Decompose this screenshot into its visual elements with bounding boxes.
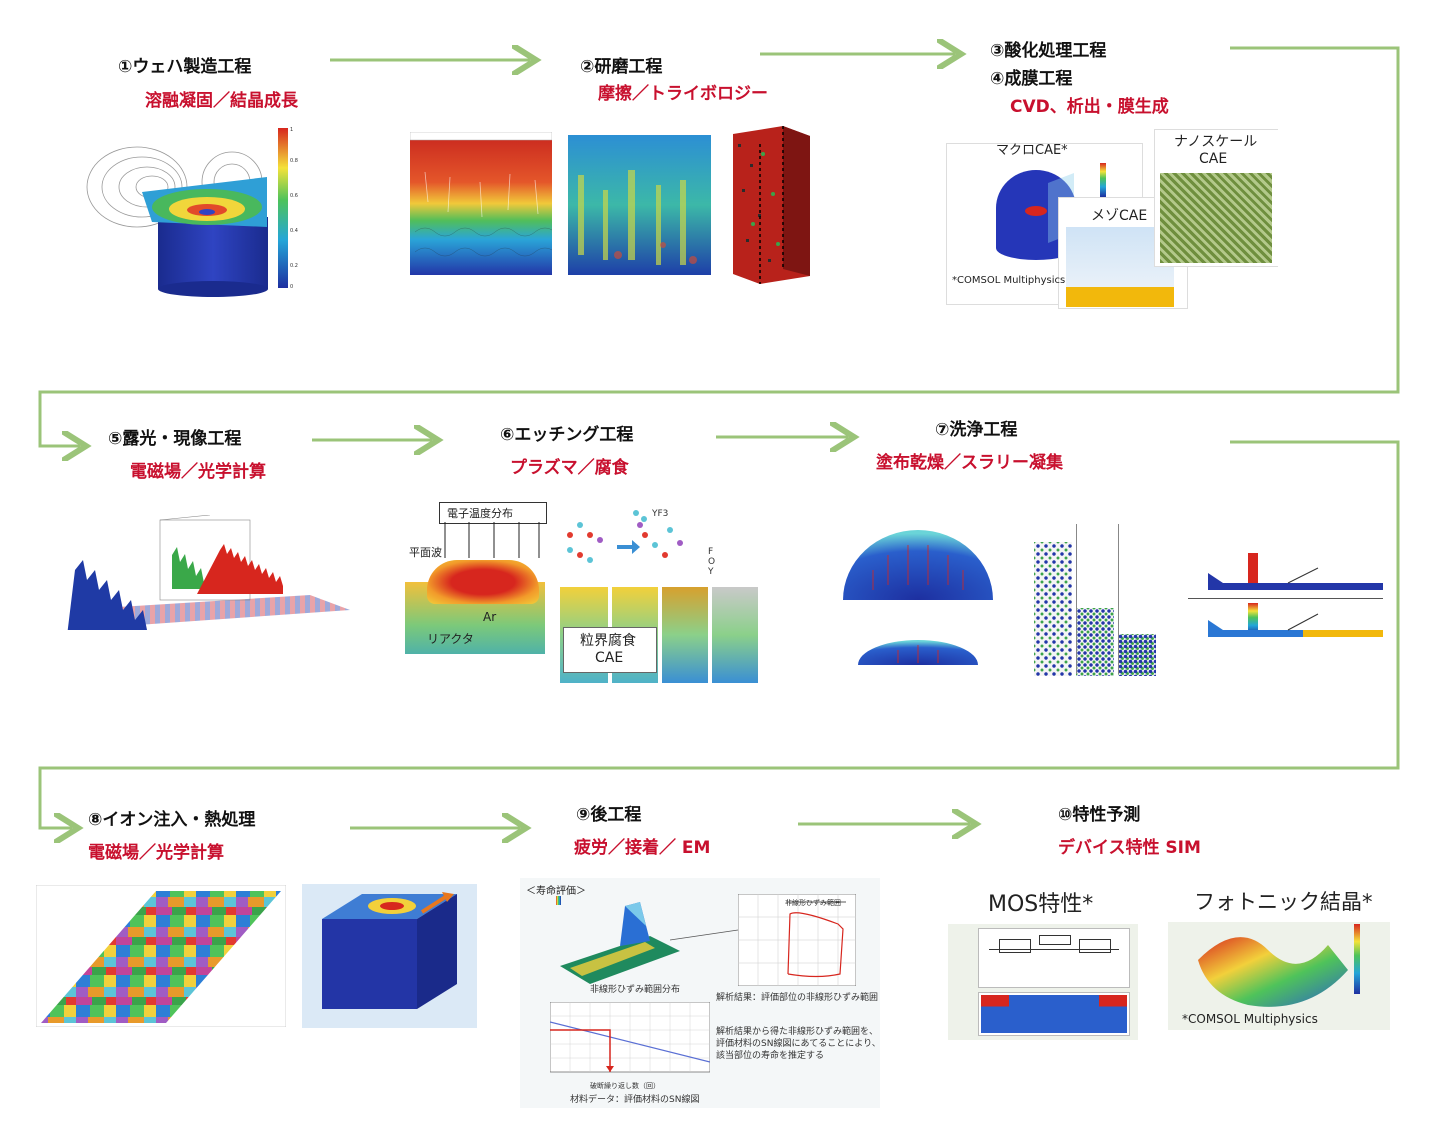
channel-flow-image xyxy=(1188,553,1383,637)
step7-subtitle: 塗布乾燥／スラリー凝集 xyxy=(876,453,1063,473)
step6-subtitle: プラズマ／腐食 xyxy=(510,458,629,478)
comsol-note-2: *COMSOL Multiphysics xyxy=(1182,1012,1318,1026)
mos-schematic xyxy=(978,928,1130,988)
explain-line-3: 該当部位の寿命を推定する xyxy=(716,1051,825,1061)
nano-cae-label-1: ナノスケール xyxy=(1174,134,1258,150)
electron-temperature-field xyxy=(427,560,539,604)
slurry-stage-3 xyxy=(1118,634,1156,676)
macro-colorbar xyxy=(1100,163,1106,197)
crystal-lattice-icon xyxy=(567,510,683,563)
step6-title: ⑥エッチング工程 xyxy=(500,425,634,445)
mos-characteristics-panel: MOS特性* xyxy=(948,880,1138,1040)
svg-text:0.6: 0.6 xyxy=(290,193,298,199)
step10-subtitle: デバイス特性 SIM xyxy=(1058,838,1201,858)
step3-title: ③酸化処理工程 xyxy=(990,41,1107,61)
explain-line-2: 評価材料のSN線図にあてることにより、 xyxy=(716,1039,880,1049)
step7-title: ⑦洗浄工程 xyxy=(935,420,1018,440)
yf3-label: YF3 xyxy=(652,509,669,519)
slurry-aggregation-panel xyxy=(1032,522,1158,678)
nano-cae-label-2: CAE xyxy=(1199,151,1228,167)
step8-title: ⑧イオン注入・熱処理 xyxy=(88,810,256,830)
step9-title: ⑨後工程 xyxy=(576,805,642,825)
exposure-em-wave-image xyxy=(67,515,350,630)
grain-structure-image xyxy=(36,885,286,1027)
mos-title: MOS特性* xyxy=(988,892,1094,917)
mos-title-bg xyxy=(948,880,1138,924)
multiscale-cae-panel: マクロCAE* メゾCAE ナノスケール CAE *COMSOL Multiph… xyxy=(946,127,1278,309)
grain-corrosion-box xyxy=(563,627,657,673)
photonic-title: フォトニック結晶* xyxy=(1194,890,1373,914)
life-evaluation-panel: ＜寿命評価＞ 非線形ひずみ範囲分布 非線形ひずみ範囲 解析結果：評価部位の非線形… xyxy=(520,878,880,1108)
nano-cae-atoms xyxy=(1160,173,1272,263)
step2-title: ②研磨工程 xyxy=(580,57,663,77)
life-evaluation-heading: ＜寿命評価＞ xyxy=(526,886,586,897)
legend-o: O xyxy=(708,557,716,567)
step10-title: ⑩特性予測 xyxy=(1058,805,1141,825)
legend-y: Y xyxy=(708,567,714,577)
step1-title: ①ウェハ製造工程 xyxy=(118,57,252,77)
electron-temp-label: 電子温度分布 xyxy=(447,507,513,520)
meso-cae-label: メゾCAE xyxy=(1091,208,1148,224)
arrow-row2-row3 xyxy=(38,440,1400,828)
explain-line-1: 解析結果から得た非線形ひずみ範囲を、 xyxy=(716,1027,879,1037)
reactor-label: リアクタ xyxy=(427,632,474,646)
photonic-title-bg xyxy=(1168,880,1390,922)
plane-wave-arrows xyxy=(444,522,540,558)
crystal-growth-simulation-image: 1 0.8 0.6 0.4 0.2 0 xyxy=(86,127,298,297)
analysis-result-label: 解析結果：評価部位の非線形ひずみ範囲 xyxy=(716,993,879,1003)
droplet-drying-image xyxy=(843,530,993,665)
photonic-crystal-panel: フォトニック結晶* *COMSOL Multiphysics xyxy=(1168,880,1390,1030)
step2-subtitle: 摩擦／トライボロジー xyxy=(598,84,768,104)
slurry-stage-1 xyxy=(1034,542,1072,676)
grain-corrosion-label: 粒界腐食 xyxy=(580,633,636,649)
step9-subtitle: 疲労／接着／ EM xyxy=(574,838,711,858)
plane-wave-label: 平面波 xyxy=(409,546,442,559)
strain-distribution-label: 非線形ひずみ範囲分布 xyxy=(590,985,681,995)
step1-subtitle: 溶融凝固／結晶成長 xyxy=(145,91,298,111)
photonic-band-surface-image xyxy=(1198,924,1360,1007)
polishing-particle-column-image xyxy=(733,126,810,284)
step8-subtitle: 電磁場／光学計算 xyxy=(88,843,224,863)
svg-text:0.4: 0.4 xyxy=(290,228,298,234)
svg-text:0: 0 xyxy=(290,284,293,290)
sn-curve-chart xyxy=(550,1002,710,1073)
legend-f: F xyxy=(708,547,714,557)
grain-corrosion-cae-label: CAE xyxy=(595,650,624,666)
polishing-simulation-image-1 xyxy=(410,132,552,275)
comsol-note-1: *COMSOL Multiphysics xyxy=(952,275,1066,286)
step4-title: ④成膜工程 xyxy=(990,69,1073,89)
svg-text:1: 1 xyxy=(290,127,293,133)
plasma-reactor-panel: 電子温度分布 平面波 Ar リアクタ xyxy=(405,500,560,660)
argon-label: Ar xyxy=(483,610,497,624)
strain-distribution-3d-image xyxy=(556,896,680,984)
macro-cae-label: マクロCAE* xyxy=(996,143,1068,158)
sn-xaxis-label: 破断繰り返し数（回） xyxy=(590,1082,660,1090)
mos-simulation xyxy=(978,992,1130,1036)
pointer-line xyxy=(670,929,739,941)
svg-text:0.2: 0.2 xyxy=(290,263,298,269)
slurry-divider-2 xyxy=(1118,524,1119,674)
slurry-stage-2 xyxy=(1076,608,1114,676)
polishing-simulation-image-2 xyxy=(568,135,711,275)
step5-subtitle: 電磁場／光学計算 xyxy=(130,462,266,482)
material-data-label: 材料データ：評価材料のSN線図 xyxy=(570,1095,700,1105)
arrow-row1-row2 xyxy=(38,46,1400,446)
electron-temp-box xyxy=(439,502,547,524)
step34-subtitle: CVD、析出・膜生成 xyxy=(1010,97,1169,117)
meso-cae-substrate xyxy=(1066,287,1174,307)
svg-text:0.8: 0.8 xyxy=(290,158,298,164)
grain-corrosion-panel: YF3 F O Y 粒界腐食 CAE xyxy=(560,505,762,685)
slurry-divider-1 xyxy=(1076,524,1077,674)
step5-title: ⑤露光・現像工程 xyxy=(108,429,242,449)
hysteresis-loop-chart xyxy=(738,894,856,986)
corrosion-stage-3 xyxy=(662,587,708,683)
thermal-annealing-cube-image xyxy=(302,884,477,1028)
corrosion-stage-4 xyxy=(712,587,758,683)
nonlinear-range-label: 非線形ひずみ範囲 xyxy=(785,899,841,907)
